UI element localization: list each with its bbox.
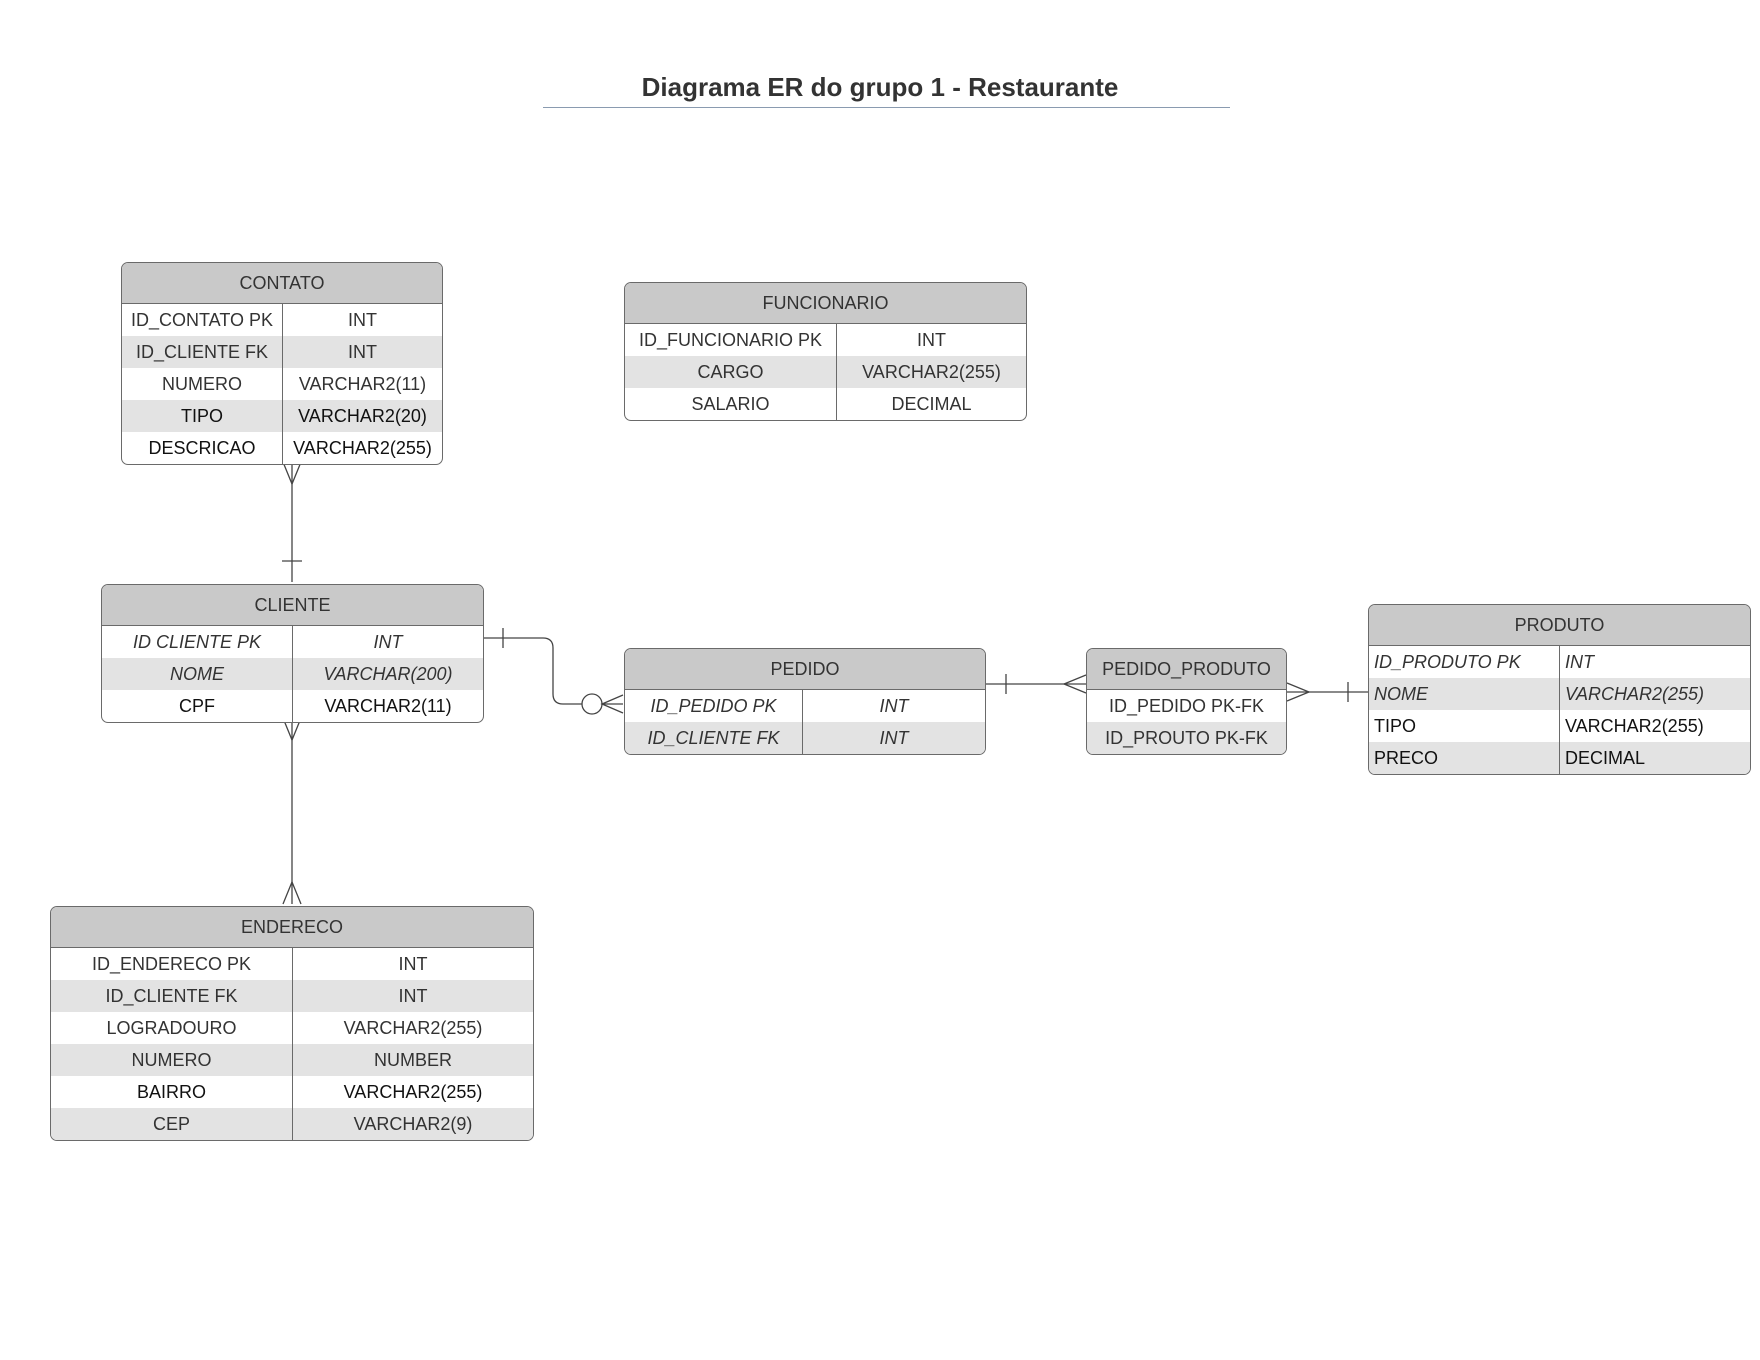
table-row: CPF VARCHAR2(11) (102, 690, 483, 722)
field-type: VARCHAR2(255) (343, 1018, 483, 1038)
field-name: ID_CLIENTE FK (625, 722, 803, 754)
field-name: ID_CONTATO PK (122, 304, 283, 336)
field-name: TIPO (1369, 710, 1560, 742)
field-type: INT (917, 330, 946, 350)
field-type: INT (348, 342, 377, 362)
table-row: ID_PEDIDO PK-FK (1087, 690, 1286, 722)
field-name: DESCRICAO (122, 432, 283, 464)
field-name: ID_CLIENTE FK (122, 336, 283, 368)
field-type: INT (398, 954, 428, 974)
table-row: SALARIO DECIMAL (625, 388, 1026, 420)
entity-contato[interactable]: CONTATO ID_CONTATO PK INT ID_CLIENTE FK IN… (121, 262, 443, 465)
rel-cliente-pedido-line (483, 637, 582, 705)
field-name: ID_CLIENTE FK (51, 980, 293, 1012)
table-row: DESCRICAO VARCHAR2(255) (122, 432, 442, 464)
field-type: VARCHAR2(255) (343, 1082, 483, 1102)
field-name: NUMERO (51, 1044, 293, 1076)
field-name: NOME (1369, 678, 1560, 710)
field-type: INT (398, 986, 428, 1006)
table-row: BAIRRO VARCHAR2(255) (51, 1076, 533, 1108)
table-row: NUMERO VARCHAR2(11) (122, 368, 442, 400)
entity-funcionario-header: FUNCIONARIO (625, 283, 1026, 324)
rel-pedido-crowfoot (600, 694, 624, 714)
rel-pedproduto-crowfoot-right (1286, 682, 1311, 702)
field-type: INT (879, 728, 909, 748)
field-name: ID CLIENTE PK (102, 626, 293, 658)
field-name: CARGO (625, 356, 837, 388)
field-type: VARCHAR2(20) (298, 406, 427, 426)
table-row: CEP VARCHAR2(9) (51, 1108, 533, 1140)
table-row: TIPO VARCHAR2(20) (122, 400, 442, 432)
field-type: VARCHAR2(255) (862, 362, 1001, 382)
entity-contato-header: CONTATO (122, 263, 442, 304)
rel-endereco-crowfoot (282, 880, 302, 905)
field-name: ID_FUNCIONARIO PK (625, 324, 837, 356)
rel-cliente-crowfoot (282, 717, 302, 742)
field-name: ID_ENDERECO PK (51, 948, 293, 980)
field-name: SALARIO (625, 388, 837, 420)
field-type: VARCHAR2(11) (298, 374, 427, 394)
field-name: TIPO (122, 400, 283, 432)
field-name: PRECO (1369, 742, 1560, 774)
table-row: ID_PEDIDO PK INT (625, 690, 985, 722)
table-row: LOGRADOURO VARCHAR2(255) (51, 1012, 533, 1044)
field-type: VARCHAR2(9) (353, 1114, 473, 1134)
field-type: INT (879, 696, 909, 716)
field-type: DECIMAL (891, 394, 972, 414)
entity-pedido-header: PEDIDO (625, 649, 985, 690)
table-row: ID_CLIENTE FK INT (51, 980, 533, 1012)
field-type: VARCHAR2(255) (293, 438, 432, 458)
field-name: ID_PRODUTO PK (1369, 646, 1560, 678)
title-underline (543, 107, 1230, 108)
entity-pedido[interactable]: PEDIDO ID_PEDIDO PK INT ID_CLIENTE FK INT (624, 648, 986, 755)
table-row: ID CLIENTE PK INT (102, 626, 483, 658)
rel-contato-crowfoot (282, 461, 302, 486)
field-type: INT (1565, 652, 1594, 672)
field-name: CPF (102, 690, 293, 722)
field-type: VARCHAR2(255) (1565, 684, 1705, 704)
field-type: NUMBER (373, 1050, 452, 1070)
rel-pedproduto-crowfoot-left (1062, 674, 1087, 694)
field-type: INT (348, 310, 377, 330)
table-row: ID_CLIENTE FK INT (625, 722, 985, 754)
field-name: CEP (51, 1108, 293, 1140)
field-name: ID_PEDIDO PK-FK (1108, 696, 1265, 716)
table-row: ID_FUNCIONARIO PK INT (625, 324, 1026, 356)
entity-endereco[interactable]: ENDERECO ID_ENDERECO PK INT ID_CLIENTE FK… (50, 906, 534, 1141)
table-row: ID_CLIENTE FK INT (122, 336, 442, 368)
field-type: VARCHAR2(11) (324, 696, 452, 716)
entity-cliente[interactable]: CLIENTE ID CLIENTE PK INT NOME VARCHAR(200… (101, 584, 484, 723)
table-row: ID_ENDERECO PK INT (51, 948, 533, 980)
field-name: BAIRRO (51, 1076, 293, 1108)
table-row: NUMERO NUMBER (51, 1044, 533, 1076)
rel-pedido-zero-circle (581, 693, 603, 715)
entity-pedido-produto[interactable]: PEDIDO_PRODUTO ID_PEDIDO PK-FK ID_PROUTO… (1086, 648, 1287, 755)
field-type: DECIMAL (1565, 748, 1646, 768)
entity-produto-header: PRODUTO (1369, 605, 1750, 646)
field-name: ID_PEDIDO PK (625, 690, 803, 722)
field-name: NOME (102, 658, 293, 690)
field-type: VARCHAR(200) (323, 664, 453, 684)
field-name: NUMERO (122, 368, 283, 400)
entity-pedido-produto-header: PEDIDO_PRODUTO (1087, 649, 1286, 690)
field-name: ID_PROUTO PK-FK (1105, 728, 1268, 748)
field-type: VARCHAR2(255) (1565, 716, 1704, 736)
table-row: CARGO VARCHAR2(255) (625, 356, 1026, 388)
entity-endereco-header: ENDERECO (51, 907, 533, 948)
entity-cliente-header: CLIENTE (102, 585, 483, 626)
diagram-title: Diagrama ER do grupo 1 - Restaurante (641, 72, 1119, 102)
table-row: ID_PROUTO PK-FK (1087, 722, 1286, 754)
table-row: NOME VARCHAR(200) (102, 658, 483, 690)
entity-funcionario[interactable]: FUNCIONARIO ID_FUNCIONARIO PK INT CARGO VA… (624, 282, 1027, 421)
field-name: LOGRADOURO (51, 1012, 293, 1044)
table-row: ID_CONTATO PK INT (122, 304, 442, 336)
field-type: INT (373, 632, 403, 652)
